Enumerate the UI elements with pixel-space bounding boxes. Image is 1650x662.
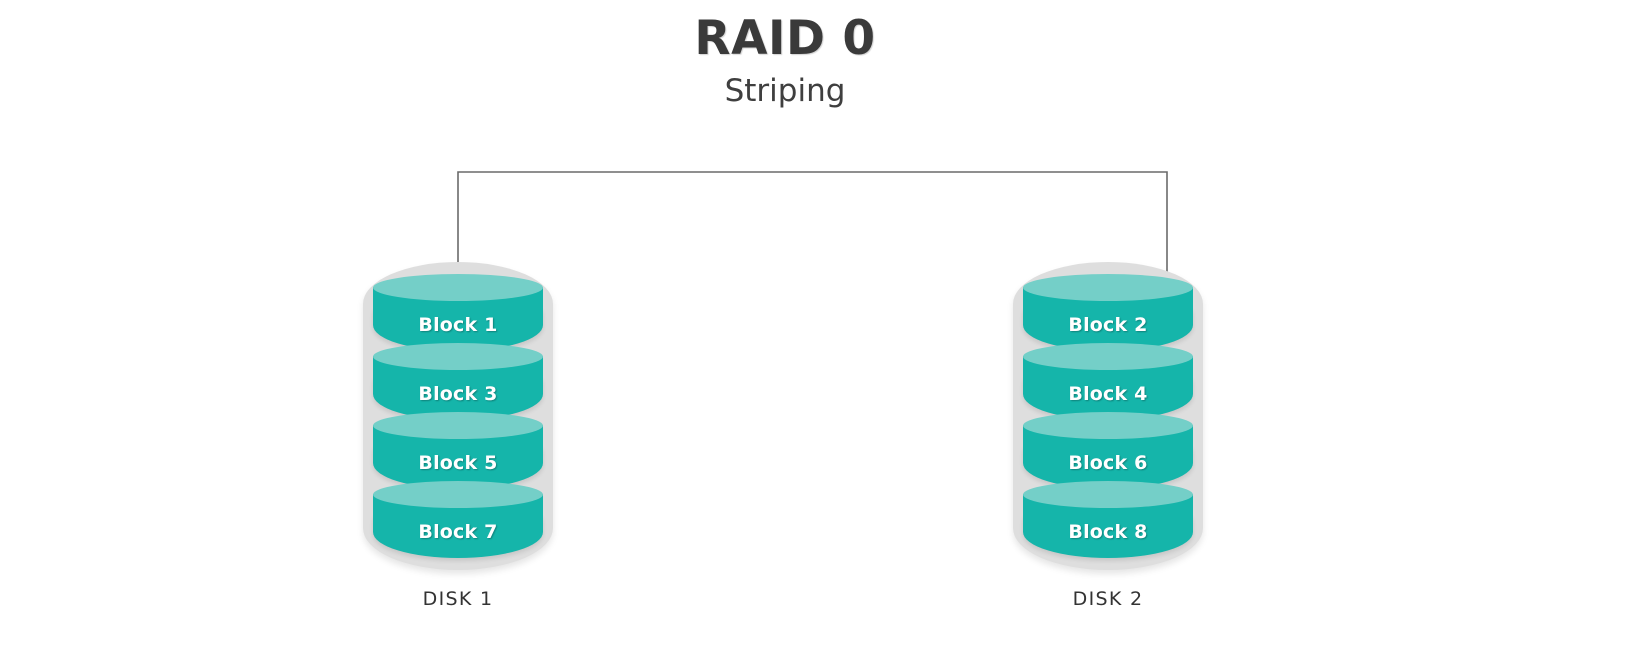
disk-name-label: DISK 2: [1072, 588, 1144, 610]
disk-block[interactable]: Block 5: [373, 412, 543, 490]
block-label: Block 3: [418, 383, 498, 405]
disk-casing: Block 1 Block 3 Block 5 Block 7: [363, 262, 553, 570]
block-label: Block 4: [1068, 383, 1148, 405]
disk-name-label: DISK 1: [422, 588, 494, 610]
block-label: Block 6: [1068, 452, 1148, 474]
disk-block-stack: Block 1 Block 3 Block 5 Block 7: [373, 274, 543, 558]
cylinder-top-ellipse: [373, 343, 543, 370]
disk-block[interactable]: Block 2: [1023, 274, 1193, 352]
cylinder-top-ellipse: [1023, 412, 1193, 439]
block-label: Block 7: [418, 521, 498, 543]
disk-block[interactable]: Block 1: [373, 274, 543, 352]
cylinder-top-ellipse: [1023, 343, 1193, 370]
disk-block[interactable]: Block 3: [373, 343, 543, 421]
block-label: Block 1: [418, 314, 498, 336]
title-block: RAID 0 Striping: [0, 14, 1570, 108]
page-title: RAID 0: [694, 11, 876, 66]
block-label: Block 5: [418, 452, 498, 474]
cylinder-top-ellipse: [373, 274, 543, 301]
disk-2: Block 2 Block 4 Block 6 Block 8: [1013, 262, 1203, 610]
cylinder-top-ellipse: [1023, 481, 1193, 508]
disk-casing: Block 2 Block 4 Block 6 Block 8: [1013, 262, 1203, 570]
cylinder-top-ellipse: [373, 481, 543, 508]
disk-block[interactable]: Block 4: [1023, 343, 1193, 421]
page-subtitle: Striping: [724, 73, 846, 110]
disk-block-stack: Block 2 Block 4 Block 6 Block 8: [1023, 274, 1193, 558]
disk-block[interactable]: Block 6: [1023, 412, 1193, 490]
cylinder-top-ellipse: [373, 412, 543, 439]
cylinder-top-ellipse: [1023, 274, 1193, 301]
disk-block[interactable]: Block 7: [373, 481, 543, 559]
block-label: Block 8: [1068, 521, 1148, 543]
disk-block[interactable]: Block 8: [1023, 481, 1193, 559]
disk-1: Block 1 Block 3 Block 5 Block 7: [363, 262, 553, 610]
block-label: Block 2: [1068, 314, 1148, 336]
